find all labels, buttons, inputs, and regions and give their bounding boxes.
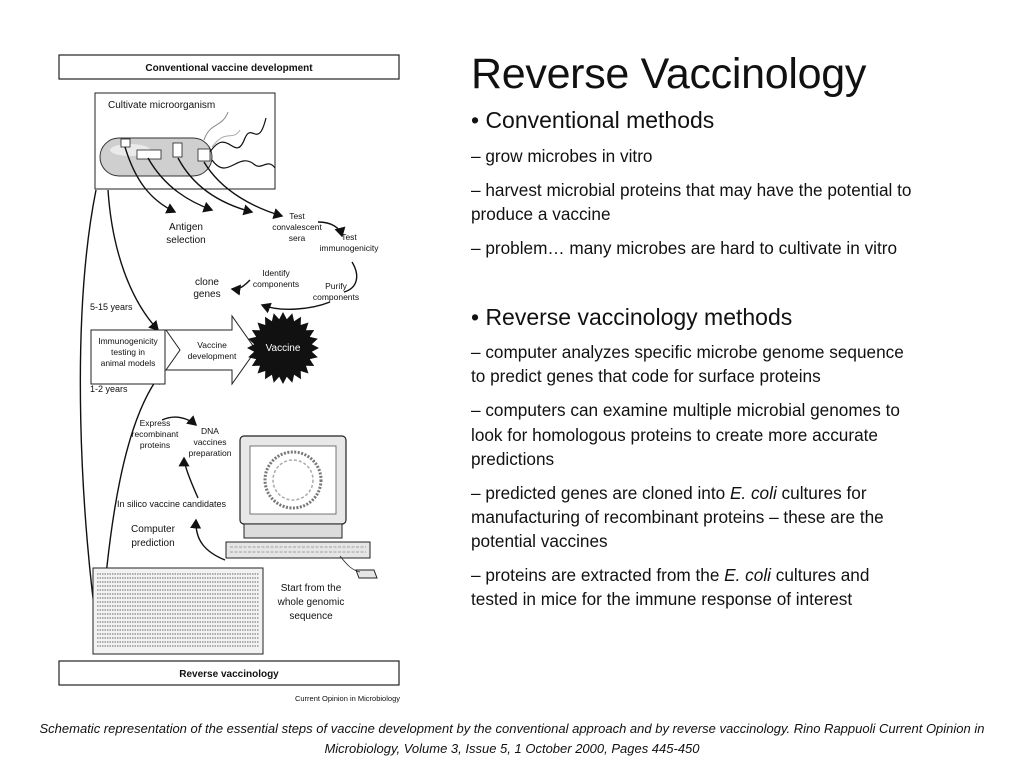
- computer-prediction-1: Computer: [131, 524, 176, 535]
- computer-prediction-2: prediction: [131, 538, 174, 549]
- express-3: proteins: [140, 440, 170, 450]
- reverse-item-3-before: – predicted genes are cloned into: [471, 483, 730, 503]
- reverse-item-3: – predicted genes are cloned into E. col…: [471, 481, 916, 553]
- figure-credit: Current Opinion in Microbiology: [295, 694, 400, 703]
- vaccine-dev-1: Vaccine: [197, 340, 227, 350]
- test-sera-3: sera: [289, 233, 306, 243]
- clone-1: clone: [195, 277, 219, 288]
- conventional-item-3: – problem… many microbes are hard to cul…: [471, 236, 916, 260]
- test-immuno-2: immunogenicity: [319, 243, 379, 253]
- test-sera-2: convalescent: [272, 222, 322, 232]
- reverse-item-4-ecoli: E. coli: [724, 565, 771, 585]
- reverse-item-4-before: – proteins are extracted from the: [471, 565, 724, 585]
- express-2: recombinant: [132, 429, 179, 439]
- conventional-banner-label: Conventional vaccine development: [145, 63, 313, 74]
- test-sera-1: Test: [289, 211, 305, 221]
- dna-3: preparation: [188, 448, 231, 458]
- purify-1: Purify: [325, 281, 347, 291]
- dna-1: DNA: [201, 426, 219, 436]
- bullet-reverse: • Reverse vaccinology methods: [471, 304, 916, 330]
- identify-2: components: [253, 279, 299, 289]
- in-silico-label: In silico vaccine candidates: [117, 499, 227, 509]
- immuno-2: testing in: [111, 347, 145, 357]
- computer-illustration: [226, 436, 377, 578]
- immuno-3: animal models: [101, 358, 156, 368]
- test-immuno-1: Test: [341, 232, 357, 242]
- vaccine-label: Vaccine: [266, 343, 301, 354]
- antigen-label-1: Antigen: [169, 222, 203, 233]
- vaccine-development-arrow: [166, 316, 256, 384]
- start-genome-3: sequence: [289, 611, 333, 622]
- immuno-1: Immunogenicity: [98, 336, 158, 346]
- identify-1: Identify: [262, 268, 290, 278]
- reverse-banner-label: Reverse vaccinology: [179, 669, 279, 680]
- figure-caption: Schematic representation of the essentia…: [24, 719, 1000, 759]
- vaccine-development-diagram: Conventional vaccine development Cultiva…: [0, 0, 470, 715]
- cultivate-label: Cultivate microorganism: [108, 100, 215, 111]
- years-conventional: 5-15 years: [90, 302, 133, 312]
- start-genome-1: Start from the: [281, 583, 342, 594]
- antigen-label-2: selection: [166, 235, 205, 246]
- purify-2: components: [313, 292, 359, 302]
- start-genome-2: whole genomic: [277, 597, 345, 608]
- reverse-item-1: – computer analyzes specific microbe gen…: [471, 340, 916, 388]
- clone-2: genes: [193, 289, 220, 300]
- vaccine-dev-2: development: [188, 351, 237, 361]
- dna-2: vaccines: [193, 437, 226, 447]
- slide-title: Reverse Vaccinology: [471, 52, 916, 97]
- text-panel: Reverse Vaccinology • Conventional metho…: [471, 52, 916, 621]
- express-1: Express: [140, 418, 171, 428]
- genome-sequence-box: [93, 568, 263, 654]
- conventional-item-2: – harvest microbial proteins that may ha…: [471, 178, 916, 226]
- reverse-item-4: – proteins are extracted from the E. col…: [471, 563, 916, 611]
- reverse-item-2: – computers can examine multiple microbi…: [471, 398, 916, 470]
- years-reverse: 1-2 years: [90, 384, 128, 394]
- bullet-conventional: • Conventional methods: [471, 107, 916, 133]
- conventional-item-1: – grow microbes in vitro: [471, 144, 916, 168]
- reverse-item-3-ecoli: E. coli: [730, 483, 777, 503]
